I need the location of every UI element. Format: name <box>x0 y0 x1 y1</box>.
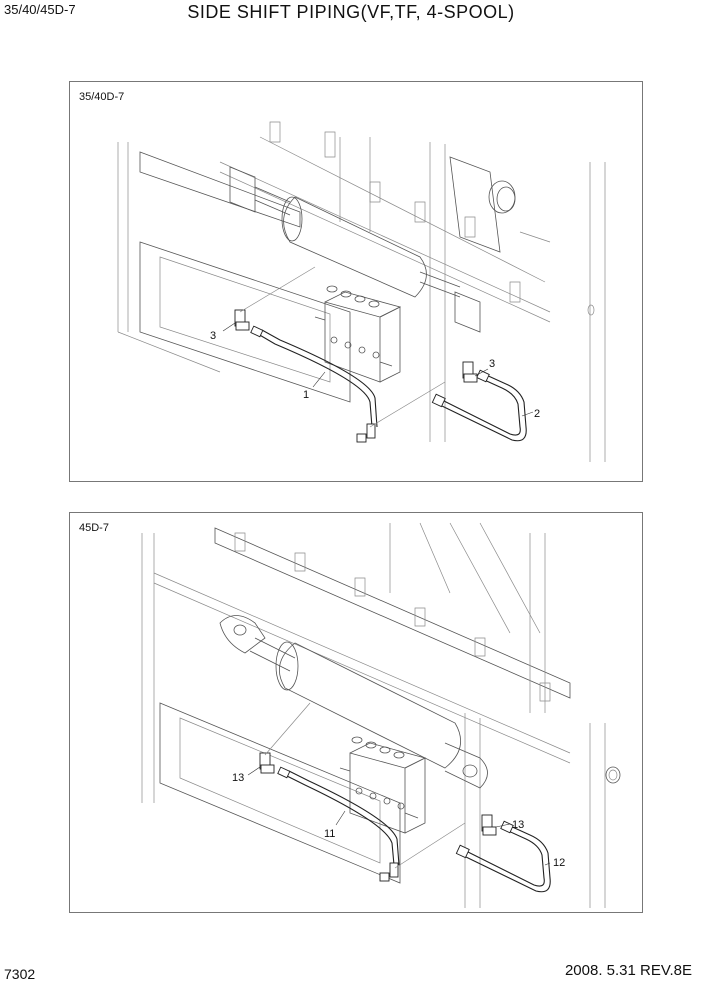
elbow-fitting-13b <box>481 814 497 836</box>
elbow-fitting-13a <box>259 752 275 774</box>
control-valve-bottom <box>339 736 427 834</box>
callout-12: 12 <box>553 857 565 869</box>
diagram-drawing-bottom: 13 11 13 12 <box>141 522 621 908</box>
diagram-drawing-top: 3 1 3 2 <box>117 121 606 462</box>
panel-label-bottom: 45D-7 <box>79 522 109 534</box>
page-number: 7302 <box>4 966 36 982</box>
mast-frame-bottom <box>141 522 621 908</box>
callout-3a: 3 <box>210 330 216 342</box>
hose-1 <box>250 325 378 443</box>
side-shift-cylinder-top <box>229 166 481 333</box>
hose-12 <box>455 820 551 893</box>
callout-3b: 3 <box>489 358 495 370</box>
callout-11: 11 <box>324 828 335 840</box>
diagram-panel-bottom: 45D-7 <box>69 512 643 913</box>
header-model: 35/40/45D-7 <box>4 2 76 17</box>
callout-13a: 13 <box>232 772 244 784</box>
revision-date: 2008. 5.31 REV.8E <box>564 962 692 979</box>
elbow-fitting-3a <box>234 309 250 331</box>
mast-frame-top <box>117 121 606 462</box>
hose-2 <box>431 369 527 442</box>
diagram-panel-top: 35/40D-7 <box>69 81 643 482</box>
page-title: SIDE SHIFT PIPING(VF,TF, 4-SPOOL) <box>187 2 515 22</box>
hose-11 <box>277 766 400 882</box>
callout-13b: 13 <box>512 819 524 831</box>
panel-label-top: 35/40D-7 <box>79 91 125 103</box>
control-valve-top <box>314 285 402 383</box>
elbow-fitting-3b <box>462 361 478 383</box>
callout-2: 2 <box>534 408 540 420</box>
side-shift-cylinder-bottom <box>219 615 488 789</box>
callout-1: 1 <box>303 389 309 401</box>
